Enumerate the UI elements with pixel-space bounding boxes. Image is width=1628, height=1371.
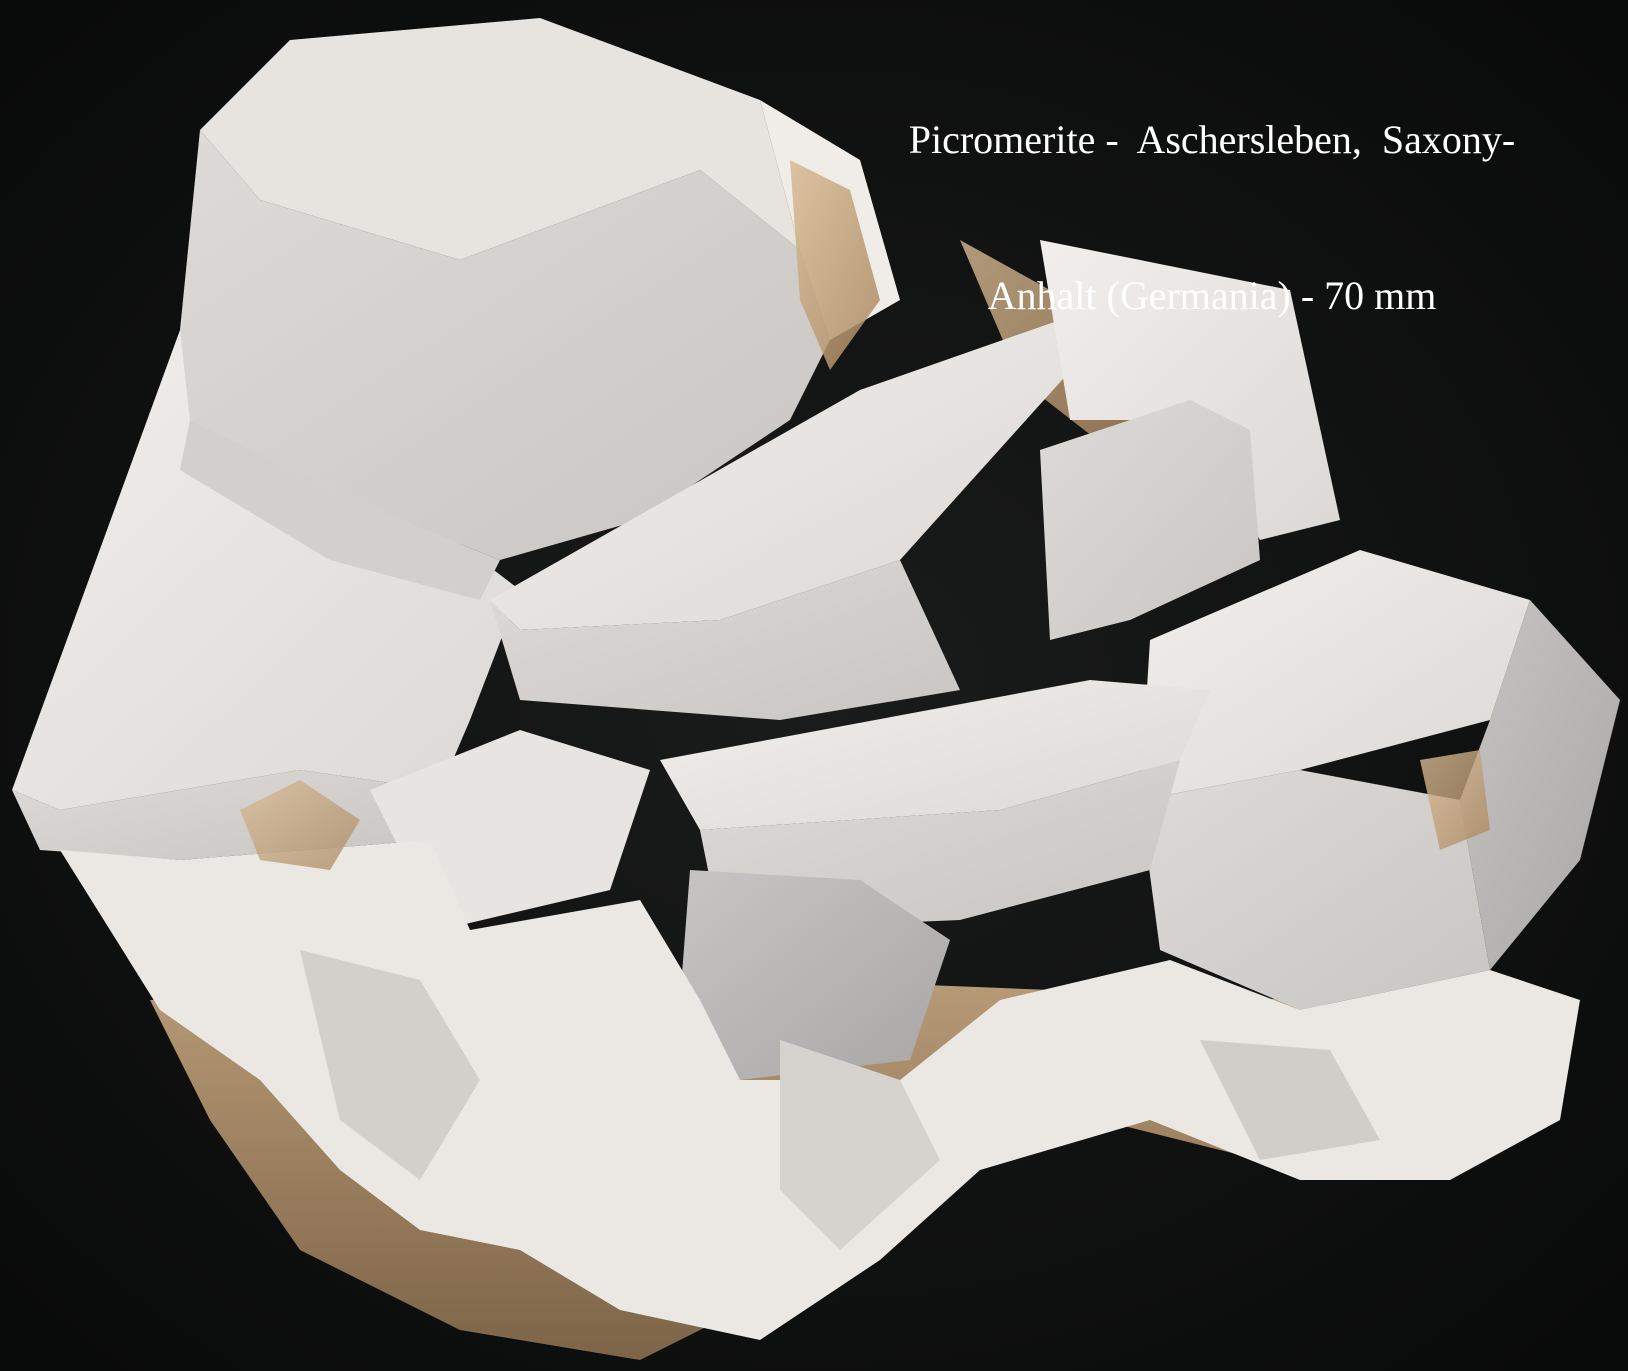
crystal-center-top (660, 680, 1210, 830)
crystal-top-shade (180, 420, 500, 600)
crystal-left-tablet (12, 330, 520, 810)
caption-line-1: Picromerite - Aschersleben, Saxony- (908, 117, 1516, 162)
crystal-lower-shadows-2 (780, 1040, 940, 1250)
crystal-lower-shadows-3 (1200, 1040, 1380, 1160)
amber-inclusion-left (240, 780, 360, 870)
crystal-right-cube-top (1140, 550, 1530, 800)
crystal-right-cube-side (1460, 600, 1620, 970)
crystal-right-cube-front (1140, 770, 1490, 1010)
crystal-right-upper (1040, 240, 1340, 540)
amber-inclusion-top (790, 160, 880, 370)
crystal-small-block-front (680, 870, 950, 1080)
caption-line-2: Anhalt (Germania) - 70 mm (987, 273, 1437, 318)
crystal-right-upper-front (1040, 400, 1260, 640)
amber-inclusion-right (1420, 750, 1490, 850)
crystal-lower-shadows (300, 950, 480, 1180)
crystal-top-front (180, 130, 830, 560)
crystal-middle-top (490, 320, 1080, 630)
specimen-caption: Picromerite - Aschersleben, Saxony- Anha… (832, 10, 1592, 426)
crystal-top-face (200, 18, 800, 260)
crystal-middle-front (490, 560, 960, 720)
